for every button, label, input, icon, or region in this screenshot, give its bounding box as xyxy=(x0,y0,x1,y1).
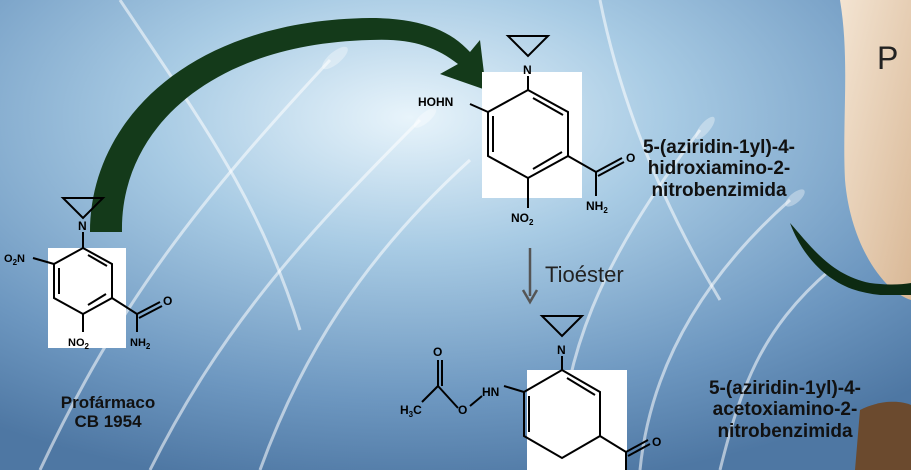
hydroxyamino-structure: N HOHN NO2 NH2 O xyxy=(418,35,635,227)
amine-hn-label: HN xyxy=(482,385,499,399)
prodrug-name: Profármaco CB 1954 xyxy=(60,393,156,432)
aziridine-nitrogen-label: N xyxy=(557,343,566,357)
hydroxyamino-label: HOHN xyxy=(418,95,453,109)
nitro-group-label-2: NO2 xyxy=(68,337,90,351)
curved-arrow-icon xyxy=(90,18,486,232)
acetoxyamino-structure-panel xyxy=(527,370,627,470)
nitro-group-label: NO2 xyxy=(511,211,534,227)
acetoxyamino-name: 5-(aziridin-1yl)-4- acetoxiamino-2- nitr… xyxy=(708,378,862,442)
amide-nh2-label: NH2 xyxy=(586,199,608,215)
carbonyl-oxygen-label: O xyxy=(652,435,661,449)
methyl-group-label: H3C xyxy=(400,403,422,419)
carbonyl-oxygen-label: O xyxy=(626,151,635,165)
reaction-step-label: Tioéster xyxy=(545,262,624,287)
down-arrow-icon xyxy=(521,248,539,305)
nitro-group-label: O2N xyxy=(4,253,25,267)
amide-nh2-label: NH2 xyxy=(130,337,151,351)
prodrug-structure: N O2N NO2 NH2 O xyxy=(4,197,172,351)
aziridine-nitrogen-label: N xyxy=(523,63,532,77)
curved-arrow-icon-2 xyxy=(790,223,911,295)
acetoxyamino-structure: N H3C O O HN O xyxy=(400,315,661,470)
carbonyl-oxygen-label: O xyxy=(163,294,172,308)
partial-title-text: P xyxy=(877,40,899,76)
ester-oxygen-label: O xyxy=(458,403,467,417)
aziridine-nitrogen-label: N xyxy=(78,219,87,233)
hydroxyamino-name: 5-(aziridin-1yl)-4- hidroxiamino-2- nitr… xyxy=(642,137,796,201)
acetyl-carbonyl-oxygen-label: O xyxy=(433,345,442,359)
